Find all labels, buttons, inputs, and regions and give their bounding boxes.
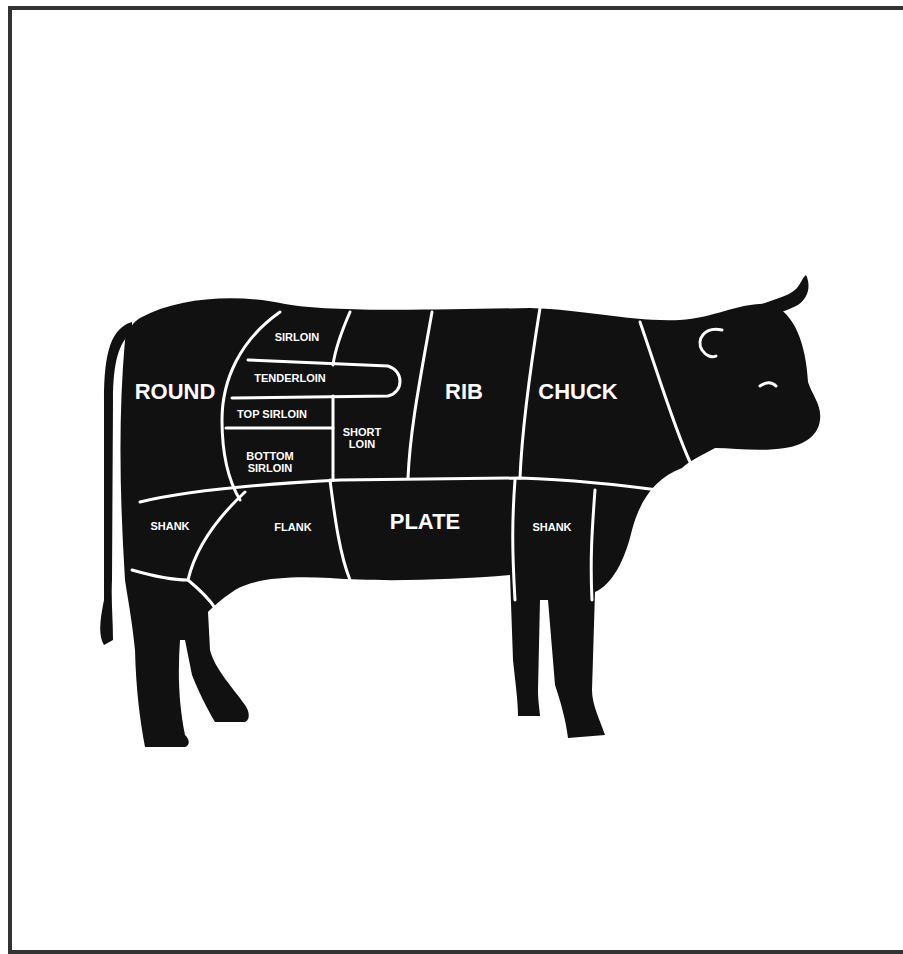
cow-eye xyxy=(760,383,776,386)
cut-label: CHUCK xyxy=(538,380,617,404)
cut-lines xyxy=(132,308,776,608)
cut-label: ROUND xyxy=(135,380,216,404)
cut-line xyxy=(330,480,350,580)
cut-label: SHANK xyxy=(150,520,189,532)
cut-line xyxy=(520,308,540,478)
cut-line xyxy=(408,312,432,478)
cut-line xyxy=(332,396,335,480)
frame xyxy=(10,8,903,952)
cow-horn xyxy=(742,275,809,321)
cut-line xyxy=(140,478,672,502)
cut-line xyxy=(232,360,400,398)
cut-label: TOP SIRLOIN xyxy=(237,408,307,420)
cut-label: BOTTOM SIRLOIN xyxy=(240,450,300,474)
cut-line xyxy=(591,490,595,600)
cut-line xyxy=(226,427,333,430)
cut-line xyxy=(513,480,515,600)
cow-body xyxy=(120,298,820,747)
cut-line xyxy=(333,312,350,365)
cut-line xyxy=(640,322,690,462)
cut-label: TENDERLOIN xyxy=(254,372,326,384)
cut-label: SIRLOIN xyxy=(275,331,320,343)
cut-label: RIB xyxy=(445,380,483,404)
cut-line xyxy=(188,492,245,580)
cut-label: FLANK xyxy=(274,521,311,533)
cow-ear xyxy=(700,329,722,356)
cut-line xyxy=(132,570,215,608)
cut-label: SHANK xyxy=(532,521,571,533)
cut-label: SHORT LOIN xyxy=(340,426,384,450)
cut-label: PLATE xyxy=(390,510,460,534)
